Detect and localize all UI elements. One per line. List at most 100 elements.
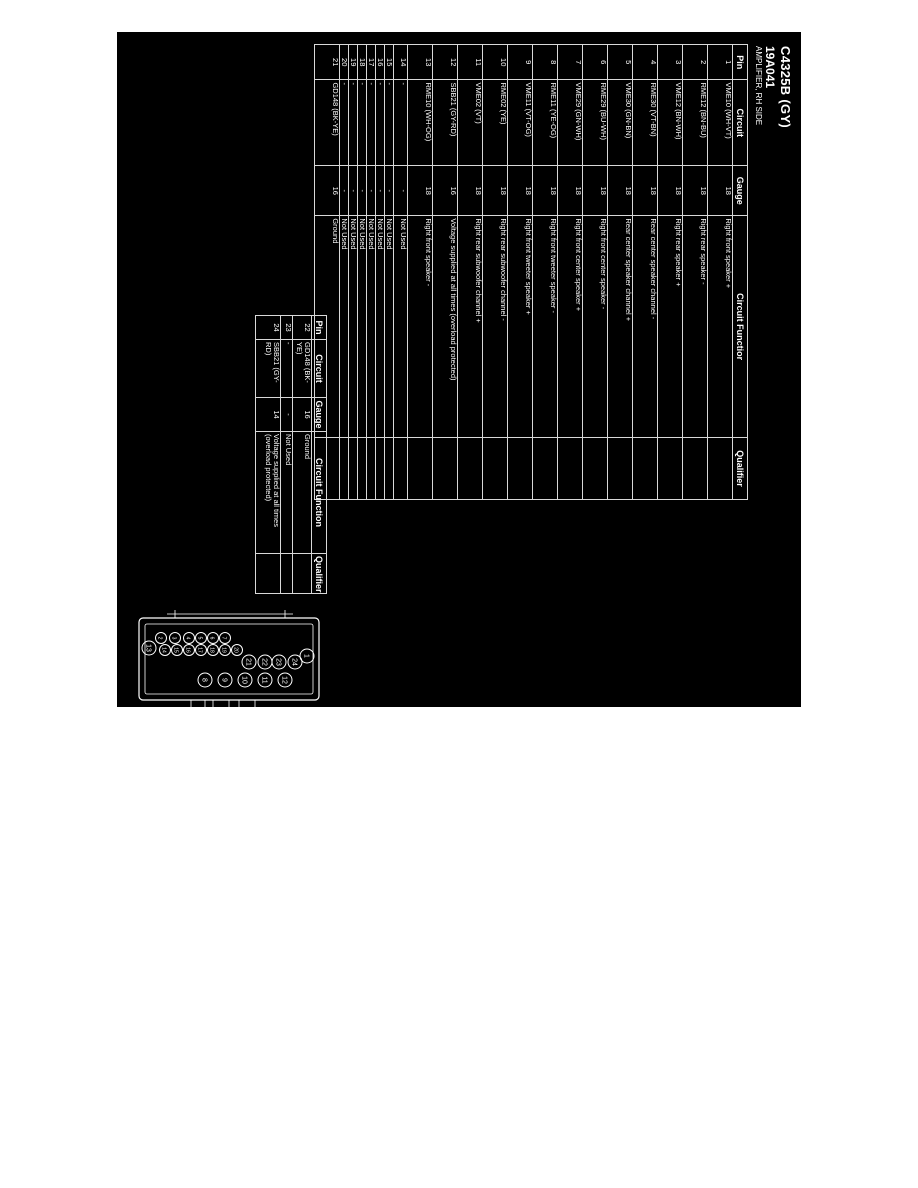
connector-pin-outline (217, 672, 233, 688)
header-circuit: Circuit (311, 339, 327, 398)
qualifier-cell (532, 437, 558, 500)
header-function: Circuit Functior (732, 215, 748, 438)
circuit-cell: SBB21 (GY-RD) (255, 339, 281, 398)
connector-pin: 4 (183, 632, 195, 644)
qualifier-cell (432, 437, 458, 500)
pin-cell: 8 (532, 44, 558, 80)
connector-pin: 12 (277, 672, 293, 688)
circuit-cell: RME29 (BU-WH) (582, 79, 608, 166)
pin-cell: 15 (384, 44, 394, 80)
circuit-cell: - (375, 79, 385, 166)
connector-pin-label: 16 (185, 647, 191, 653)
header-pin: Pin (311, 315, 327, 340)
function-cell: Not Used (348, 215, 358, 438)
pin-cell: 2 (682, 44, 708, 80)
pin-cell: 23 (280, 315, 293, 340)
connector-pin-outline (271, 654, 287, 670)
header-function: Circuit Function (311, 431, 327, 554)
connector-pin: 14 (159, 644, 171, 656)
header-qualifier: Qualifier (732, 437, 748, 500)
connector-pin: 20 (231, 644, 243, 656)
function-cell: Not Used (280, 431, 293, 554)
connector-pin-outline (299, 648, 315, 664)
qualifier-cell (632, 437, 658, 500)
header-pin: Pin (732, 44, 748, 80)
qualifier-cell (255, 553, 281, 594)
connector-pin-outline (241, 654, 257, 670)
qualifier-cell (292, 553, 312, 594)
circuit-cell: RME12 (BN-BU) (682, 79, 708, 166)
function-cell: Right rear subwoofer channel + (457, 215, 483, 438)
connector-pin-label: 10 (241, 676, 248, 684)
connector-pin-outline (195, 644, 207, 656)
circuit-cell: RME02 (YE) (482, 79, 508, 166)
connector-pin-label: 5 (197, 637, 203, 640)
circuit-cell: - (339, 79, 349, 166)
table-row: 20--Not Used (339, 44, 349, 500)
connector-pin: 2 (155, 632, 167, 644)
table-row: 14--Not Used (393, 44, 408, 500)
gauge-cell: 18 (557, 165, 583, 216)
pin-cell: 19 (348, 44, 358, 80)
circuit-cell: VME12 (BN-WH) (657, 79, 683, 166)
connector-pin-label: 2 (157, 637, 163, 640)
connector-pin: 10 (237, 672, 253, 688)
function-cell: Not Used (339, 215, 349, 438)
function-cell: Right rear subwoofer channel - (482, 215, 508, 438)
connector-pin-outline (183, 644, 195, 656)
connector-pin: 22 (257, 654, 273, 670)
pin-cell: 22 (292, 315, 312, 340)
qualifier-cell (384, 437, 394, 500)
function-cell: Not Used (357, 215, 367, 438)
function-cell: Rear center speaker channel + (607, 215, 633, 438)
gauge-cell: 16 (314, 165, 340, 216)
circuit-cell: VME10 (WH-VT) (707, 79, 733, 166)
function-cell: Voltage supplied at all times (overload … (255, 431, 281, 554)
pin-cell: 3 (657, 44, 683, 80)
circuit-cell: - (280, 339, 293, 398)
header-circuit: Circuit (732, 79, 748, 166)
circuit-cell: GD148 (BK-YE) (292, 339, 312, 398)
table-row: 17--Not Used (366, 44, 376, 500)
function-cell: Right front tweeter speaker + (507, 215, 533, 438)
qualifier-cell (348, 437, 358, 500)
scanned-page: C4325B (GY) 19A041 AMPLIFIER, RH SIDE Pi… (117, 32, 801, 707)
qualifier-cell (557, 437, 583, 500)
connector-pin-outline (287, 654, 303, 670)
function-cell: Right front center speaker - (582, 215, 608, 438)
function-cell: Right front center speaker + (557, 215, 583, 438)
connector-pin: 24 (287, 654, 303, 670)
connector-pin-label: 4 (185, 637, 191, 640)
circuit-cell: - (366, 79, 376, 166)
connector-pin-outline (197, 672, 213, 688)
qualifier-cell (482, 437, 508, 500)
connector-pin: 13 (141, 640, 157, 656)
connector-pin: 17 (195, 644, 207, 656)
function-cell: Right front tweeter speaker - (532, 215, 558, 438)
gauge-cell: 18 (607, 165, 633, 216)
function-cell: Right rear speaker + (657, 215, 683, 438)
gauge-cell: - (375, 165, 385, 216)
connector-pin-label: 20 (233, 647, 239, 653)
circuit-cell: - (393, 79, 408, 166)
connector-title: C4325B (GY) (778, 46, 793, 129)
table-row: 23--Not Used (280, 315, 293, 594)
pin-cell: 24 (255, 315, 281, 340)
connector-description: AMPLIFIER, RH SIDE (754, 46, 763, 126)
connector-pin-outline (183, 632, 195, 644)
connector-pin-label: 13 (145, 644, 152, 652)
pin-cell: 16 (375, 44, 385, 80)
gauge-cell: 14 (255, 397, 281, 432)
gauge-cell: - (366, 165, 376, 216)
qualifier-cell (682, 437, 708, 500)
pin-cell: 14 (393, 44, 408, 80)
